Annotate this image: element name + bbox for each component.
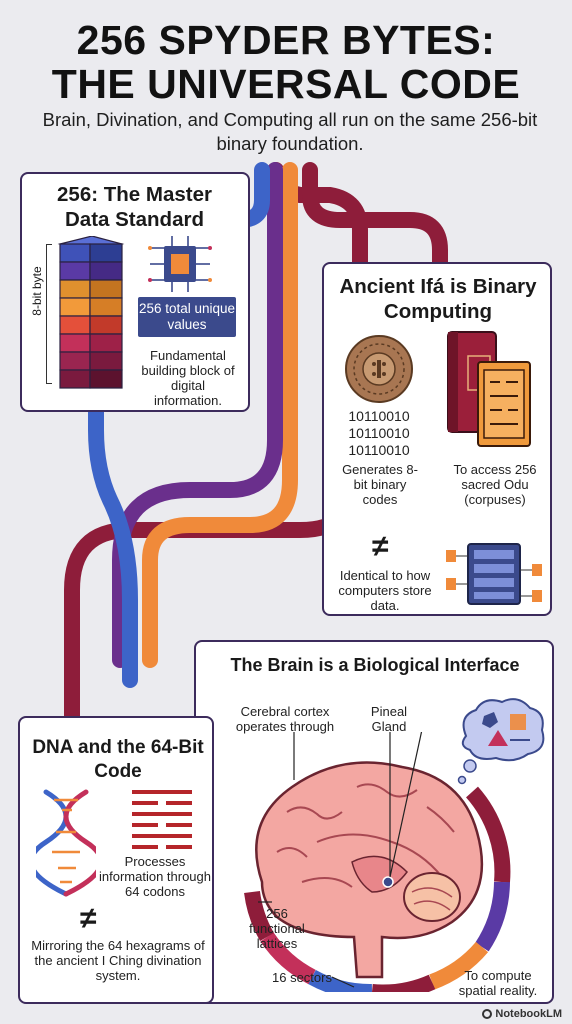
not-equal-symbol: ≠ (372, 530, 389, 563)
dna-card-title: DNA and the 64-Bit Code (32, 737, 204, 782)
pipe-blue (88, 392, 138, 688)
sacred-books-icon (447, 331, 531, 447)
byte-axis-label: 8-bit byte (30, 266, 44, 316)
master-description: Fundamental building block of digital in… (141, 348, 235, 408)
pineal-label: Pineal Gland (370, 704, 408, 734)
ifa-card: Ancient Ifá is Binary Computing 10110010… (322, 262, 552, 616)
page-subtitle: Brain, Divination, and Computing all run… (42, 109, 538, 154)
identical-text: Identical to how computers store data. (338, 568, 432, 613)
generates-text: Generates 8-bit binary codes (342, 462, 418, 507)
sectors-label: 16 sectors (272, 970, 332, 985)
not-equal-symbol: ≠ (80, 902, 97, 935)
dna-helix-icon (36, 789, 96, 897)
binary-code: 10110010 (348, 425, 410, 441)
unique-values-badge: 256 total unique values (138, 297, 236, 337)
brain-card-title: The Brain is a Biological Interface (230, 655, 520, 675)
title-line-2: THE UNIVERSAL CODE (51, 61, 521, 107)
notebooklm-logo: NotebookLM (482, 1008, 562, 1020)
title-line-1: 256 SPYDER BYTES: (76, 17, 496, 63)
ifa-card-title: Ancient Ifá is Binary Computing (339, 275, 537, 323)
binary-code: 10110010 (348, 442, 410, 458)
dna-card: DNA and the 64-Bit Code Processes inform… (18, 716, 214, 1004)
lattices-label: 256 functional lattices (249, 906, 305, 951)
axis-bracket (46, 244, 52, 384)
thought-cloud-icon (457, 698, 545, 785)
pipe-maroon-right (302, 162, 448, 270)
master-card-title: 256: The Master Data Standard (57, 183, 212, 231)
brain-card: The Brain is a Biological Interface (194, 640, 554, 1004)
chip-icon (148, 236, 212, 292)
mirroring-text: Mirroring the 64 hexagrams of the ancien… (31, 938, 205, 983)
binary-code-list: 10110010 10110010 10110010 (334, 408, 424, 459)
byte-stack-icon (57, 236, 125, 389)
notebooklm-label: NotebookLM (495, 1008, 562, 1020)
binary-code: 10110010 (348, 408, 410, 424)
page-title: 256 SPYDER BYTES: THE UNIVERSAL CODE (0, 18, 572, 106)
master-data-card: 256: The Master Data Standard 8-bit byte… (20, 172, 250, 412)
cortex-label: Cerebral cortex operates through (235, 704, 335, 734)
notebooklm-icon (482, 1009, 493, 1019)
access-odu-text: To access 256 sacred Odu (corpuses) (453, 462, 537, 507)
hexagram-icon (132, 790, 192, 854)
brain-diagram (244, 732, 511, 992)
codons-text: Processes information through 64 codons (98, 854, 211, 899)
pipe-orange (142, 162, 298, 668)
divination-tray-icon (345, 335, 413, 403)
server-rack-icon (446, 543, 542, 605)
compute-label: To compute spatial reality. (458, 968, 538, 998)
